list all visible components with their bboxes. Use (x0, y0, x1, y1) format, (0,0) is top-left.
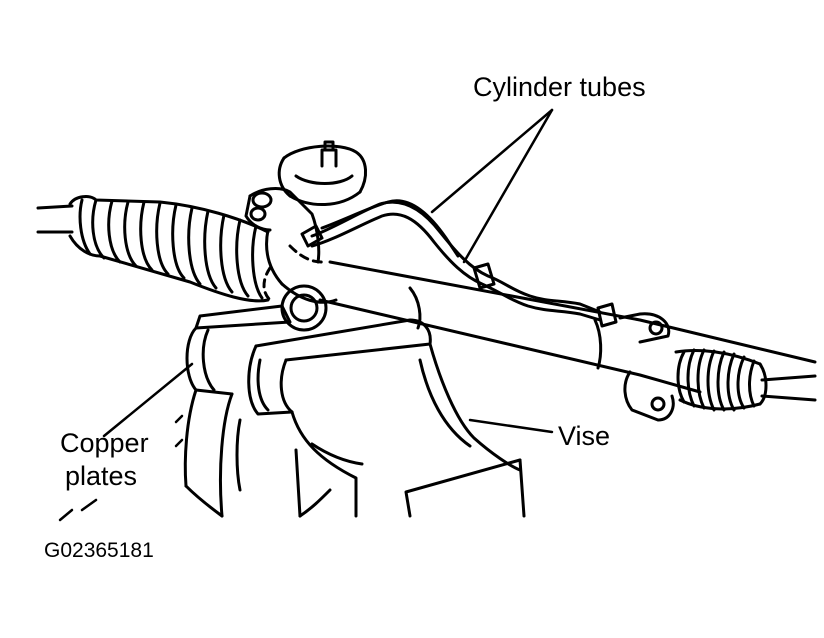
cylinder-tubes (300, 199, 618, 328)
left-boot (68, 195, 270, 303)
left-tie-rod (36, 204, 74, 234)
copper-plates-label-line1: Copper (60, 428, 149, 458)
right-boot (674, 348, 817, 412)
valve-housing (244, 187, 338, 304)
copper-plates (185, 304, 432, 416)
vise (183, 342, 526, 518)
copper-plates-label-line2: plates (65, 461, 138, 491)
mounting-bracket (618, 312, 675, 422)
pinion-cap (277, 140, 367, 207)
cylinder-tubes-label: Cylinder tubes (473, 72, 646, 102)
vise-label: Vise (558, 421, 611, 451)
leader-lines (58, 108, 554, 522)
figure-code: G02365181 (44, 539, 154, 562)
rack-housing (318, 260, 817, 394)
